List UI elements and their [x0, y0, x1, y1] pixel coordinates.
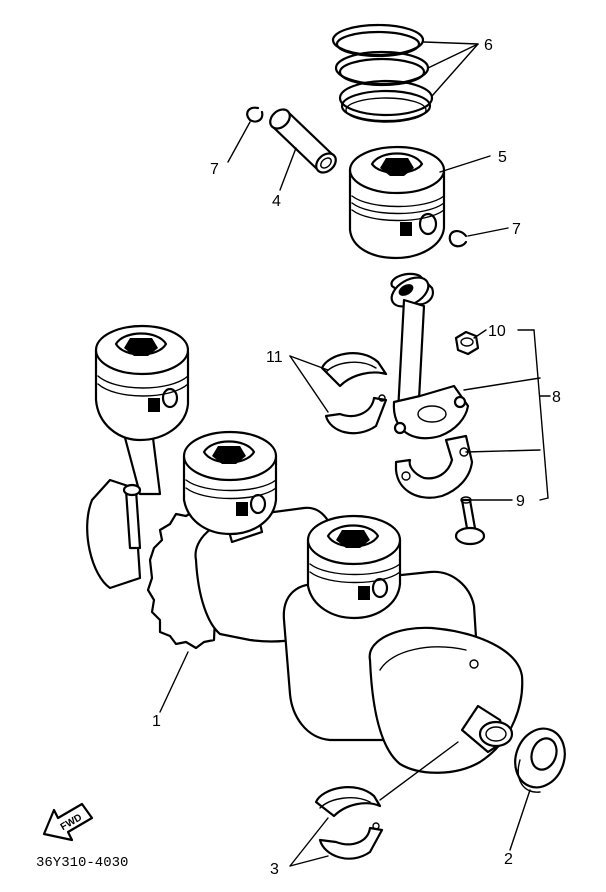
callout-4: 4 [272, 193, 281, 210]
fwd-arrow-icon: FWD [42, 802, 94, 842]
callout-11: 11 [266, 349, 283, 366]
callout-8: 8 [552, 389, 561, 406]
callout-3: 3 [270, 861, 279, 878]
piston-on-crank-1 [94, 324, 190, 550]
callout-10: 10 [488, 323, 506, 340]
connecting-rod [390, 272, 470, 440]
diagram-code: 36Y310-4030 [36, 855, 128, 871]
callout-2: 2 [504, 851, 513, 868]
conrod-bearings [320, 352, 388, 435]
callout-9: 9 [516, 493, 525, 510]
callout-7-upper: 7 [210, 161, 219, 178]
callout-7-right: 7 [512, 221, 521, 238]
piston-rings [331, 23, 434, 123]
piston-on-crank-3 [306, 514, 402, 620]
conrod-nut [454, 330, 480, 356]
bearing-cap [394, 434, 474, 499]
circlip-right [448, 230, 468, 248]
circlip-upper [246, 106, 264, 123]
callout-6: 6 [484, 37, 493, 54]
piston-on-crank-2 [182, 430, 278, 544]
leader-lines [159, 41, 551, 867]
main-bearings [314, 786, 384, 860]
callout-1: 1 [152, 713, 161, 730]
callout-5: 5 [498, 149, 507, 166]
piston-pin [269, 108, 337, 174]
conrod-bolt [454, 496, 486, 546]
piston-single [348, 145, 446, 260]
oil-seal [514, 727, 566, 793]
